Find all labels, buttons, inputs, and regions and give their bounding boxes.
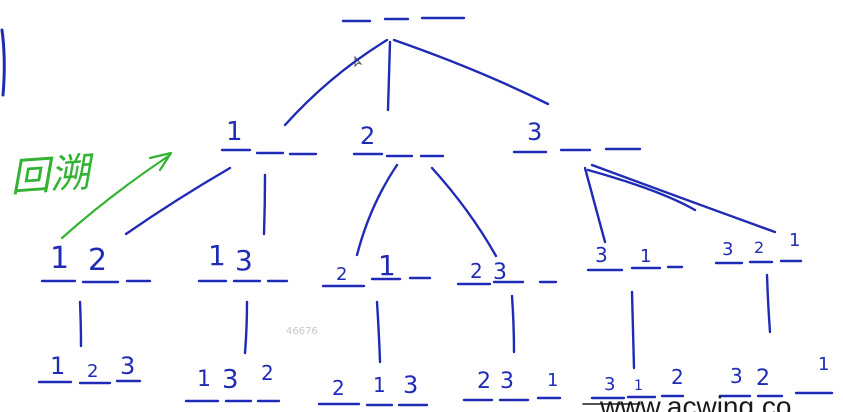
watermark: www.acwing.co [599, 391, 791, 412]
svg-text:1: 1 [818, 354, 829, 375]
level3-nodes: 1 2 3 1 3 2 2 1 3 2 3 1 3 1 2 [37, 352, 834, 407]
level1-node-2: 2 [360, 122, 375, 150]
svg-text:3: 3 [222, 365, 239, 395]
level2-group-321: 3 2 1 [714, 230, 803, 265]
level3-leaf-213: 2 1 3 [317, 371, 429, 407]
level3-leaf-123: 1 2 3 [37, 352, 142, 385]
level2-nodes: 1 2 1 3 2 1 2 3 3 1 3 2 1 [40, 230, 803, 288]
svg-text:1: 1 [208, 239, 226, 272]
svg-text:2: 2 [87, 361, 98, 382]
root-edges [283, 38, 550, 127]
level1-nodes: 1 2 3 [220, 117, 642, 158]
edge-stroke [0, 28, 6, 97]
svg-text:2: 2 [336, 264, 347, 285]
svg-text:2: 2 [754, 238, 764, 257]
level3-leaf-312: 3 1 2 [590, 365, 685, 400]
svg-text:3: 3 [493, 260, 507, 285]
svg-text:1: 1 [634, 378, 643, 394]
svg-text:2: 2 [477, 369, 491, 394]
svg-text:1: 1 [197, 367, 211, 392]
svg-text:2: 2 [88, 243, 107, 278]
level3-leaf-321: 3 2 1 [718, 354, 834, 398]
level2-edges [78, 273, 772, 370]
svg-text:1: 1 [789, 230, 800, 251]
backtrack-arrow [60, 151, 173, 240]
backtrack-annotation: 回溯 [9, 150, 97, 202]
svg-text:3: 3 [595, 243, 608, 267]
level3-leaf-132: 1 3 2 [184, 361, 281, 403]
svg-text:2: 2 [756, 366, 770, 391]
svg-text:3: 3 [604, 374, 615, 395]
svg-text:1: 1 [547, 370, 558, 391]
level1-edges [124, 163, 777, 258]
level1-node-3: 3 [527, 118, 542, 146]
svg-text:3: 3 [235, 244, 253, 277]
svg-text:3: 3 [730, 364, 743, 388]
level2-group-13: 1 3 [197, 239, 289, 283]
svg-text:2: 2 [470, 259, 483, 283]
faint-id: 46676 [286, 326, 318, 337]
svg-text:3: 3 [120, 352, 135, 380]
level2-group-23: 2 3 [456, 259, 558, 286]
level1-node-1: 1 [226, 117, 243, 147]
svg-text:2: 2 [332, 376, 345, 400]
svg-text:2: 2 [671, 365, 684, 389]
svg-text:1: 1 [378, 249, 396, 282]
level2-group-21: 2 1 [321, 249, 432, 288]
level3-leaf-231: 2 3 1 [462, 369, 562, 402]
level2-group-31: 3 1 [586, 243, 684, 272]
svg-text:2: 2 [261, 361, 274, 385]
svg-text:1: 1 [50, 352, 65, 380]
svg-text:3: 3 [722, 239, 733, 260]
svg-text:3: 3 [403, 371, 418, 399]
svg-text:1: 1 [640, 246, 651, 267]
svg-text:1: 1 [50, 241, 69, 276]
level2-group-12: 1 2 [40, 241, 152, 284]
svg-text:3: 3 [500, 369, 514, 394]
svg-text:1: 1 [373, 373, 386, 397]
root-node [341, 16, 466, 23]
